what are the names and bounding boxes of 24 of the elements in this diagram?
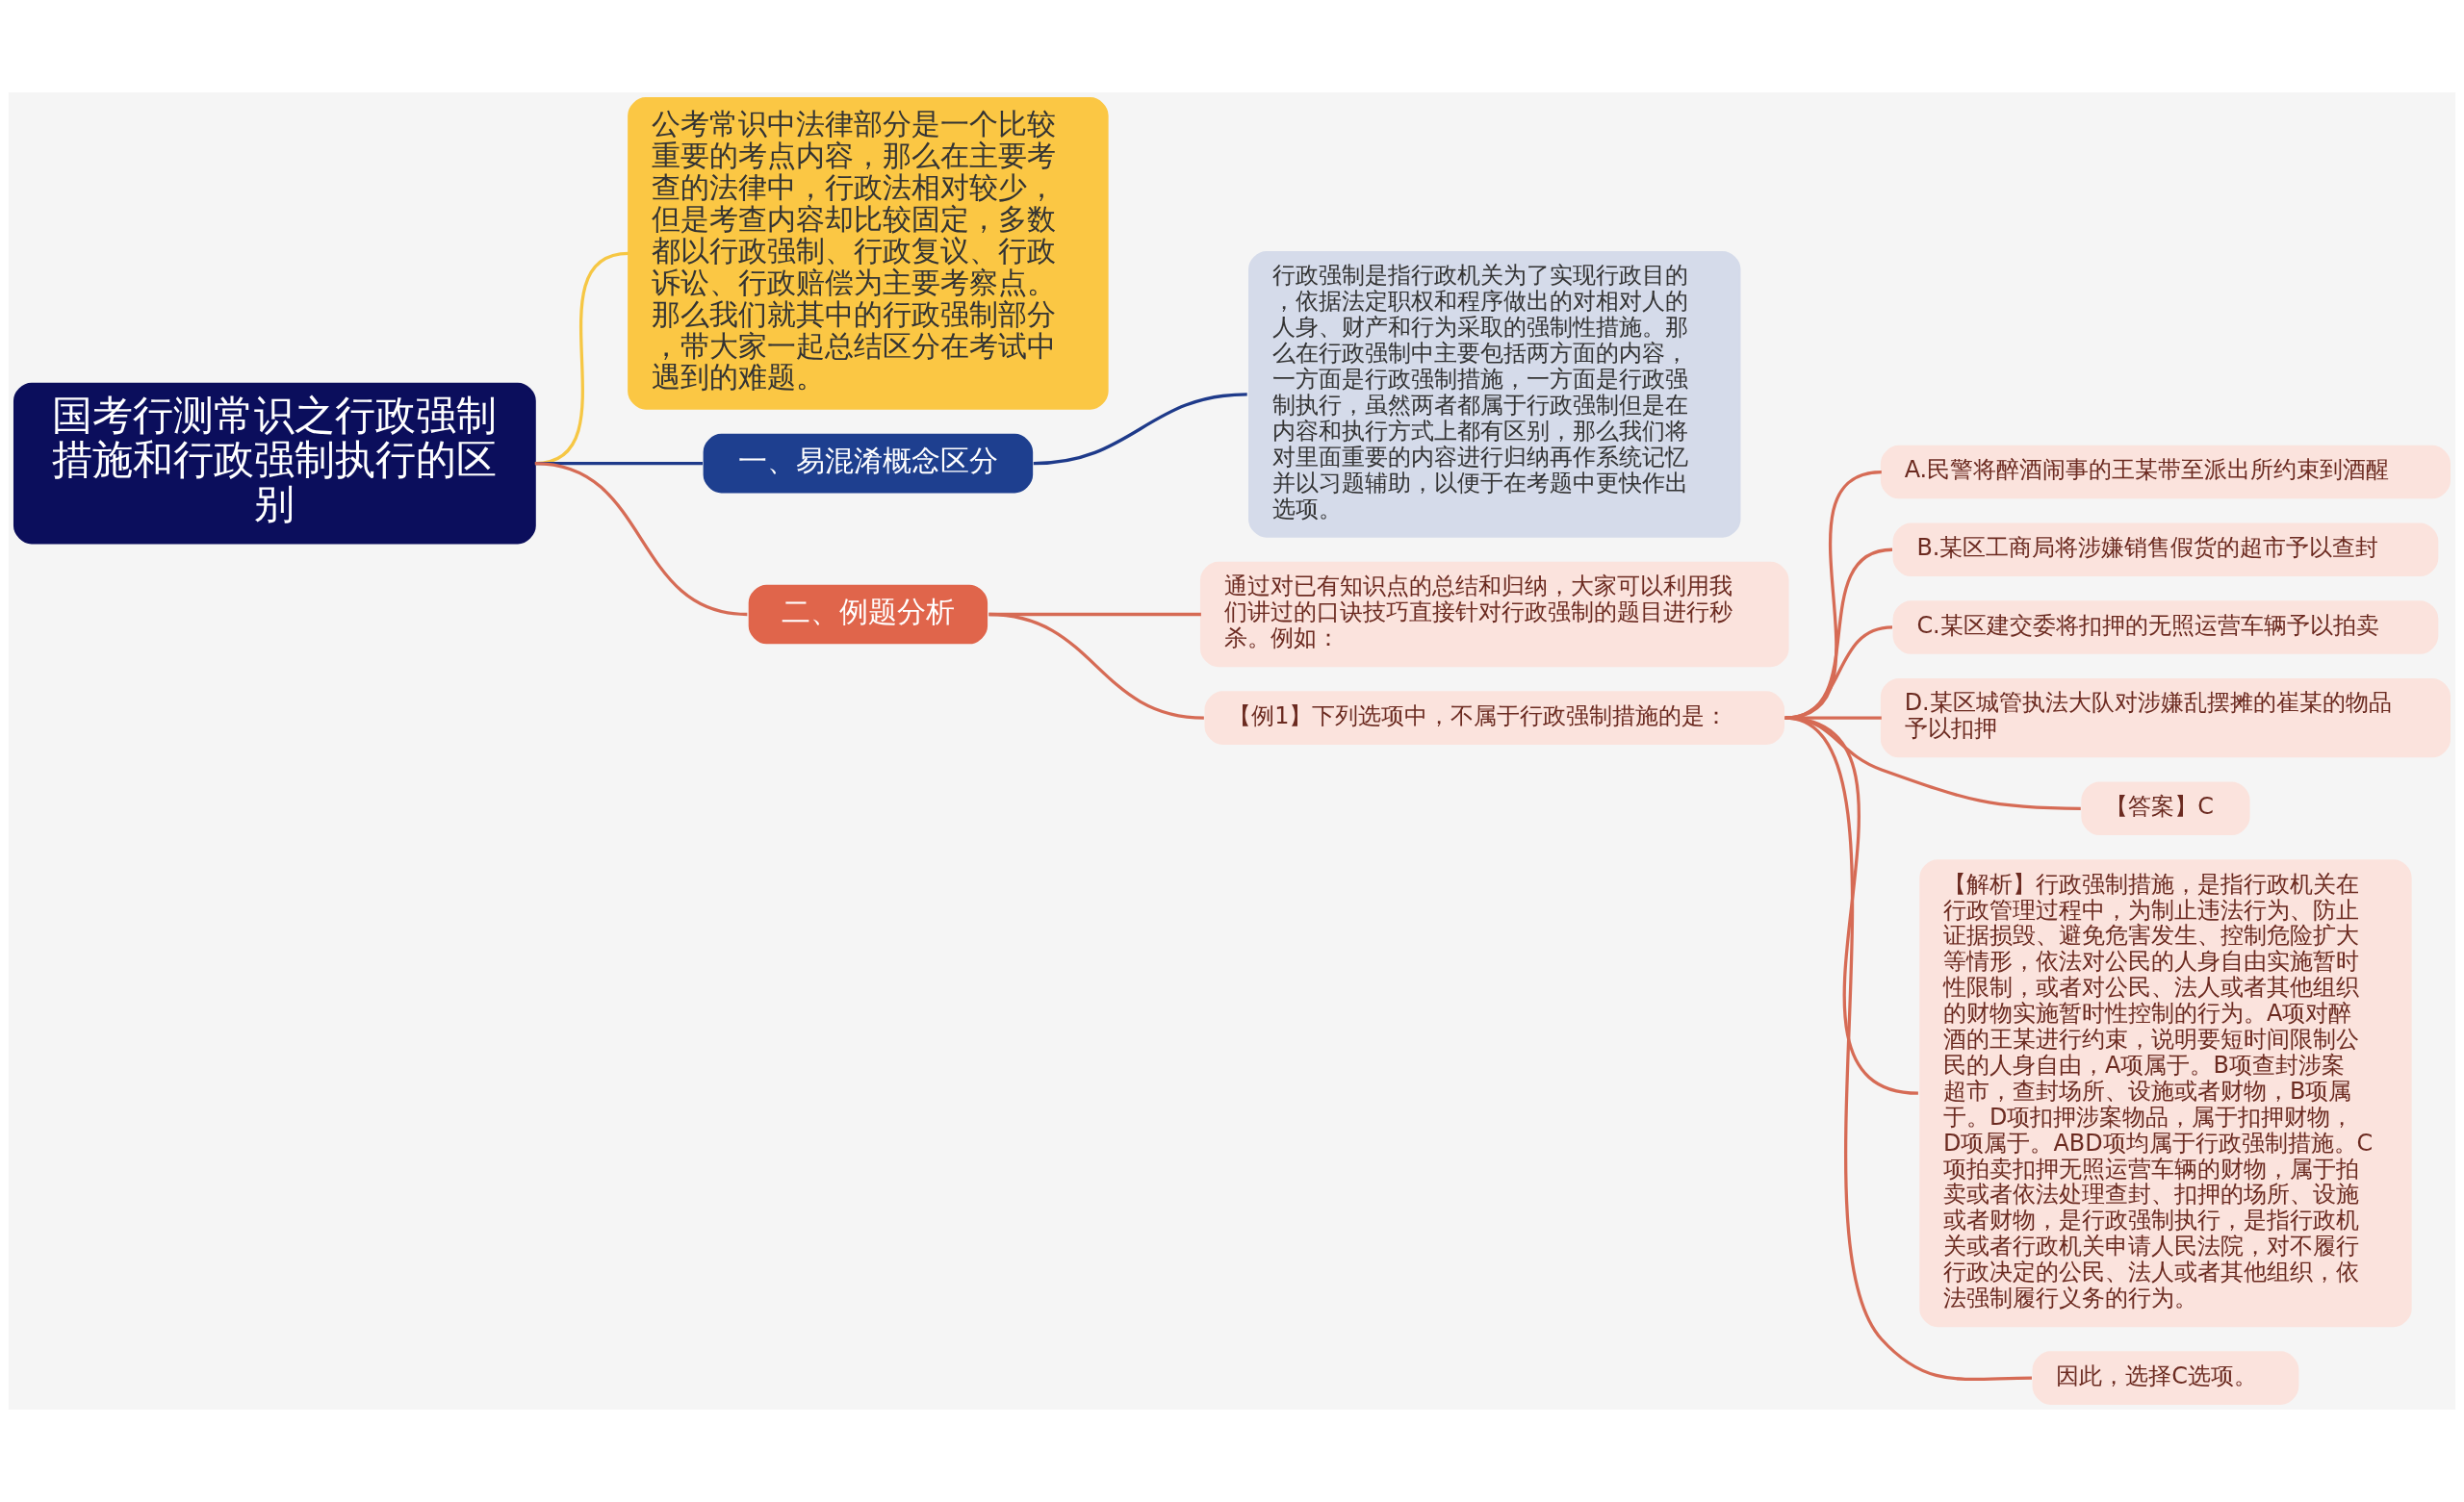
connector [1784, 547, 1893, 720]
connector [988, 612, 1204, 720]
node-box: 【解析】行政强制措施，是指行政机关在行政管理过程中，为制止违法行为、防止证据损毁、避免危害发生、控制危险扩大等情形，依法对公民的人身自由实施暂时性限制，或者对公民、法人或者其他组织的财物实施暂时性控制的行为。A项对醉酒的王某进行约束，说明要短时间限制公民的人身自由，A项属于。B项查封涉案超市，查封场所、设施或者财物，B项属于。D项扣押涉案物品，属于扣押财物，D项属于。ABD项均属于行政强制措施。C项拍卖扣押无照运营车辆的财物，属于拍卖或者依法处理查封、扣押的场所、设施或者财物，是行政强制执行，是指行政机关或者行政机关申请人民法院，对不履行行政决定的公民、法人或者其他组织，依法强制履行义务的行为。 [1919, 859, 2412, 1328]
node-box: B.某区工商局将涉嫌销售假货的超市予以查封 [1892, 522, 2439, 577]
connector [1033, 393, 1247, 466]
node-box: 国考行测常识之行政强制措施和行政强制执行的区别 [13, 382, 536, 545]
node-box: 一、易混淆概念区分 [703, 433, 1034, 494]
node-box: 公考常识中法律部分是一个比较重要的考点内容，那么在主要考查的法律中，行政法相对较少，但是考查内容却比较固定，多数都以行政强制、行政复议、行政诉讼、行政赔偿为主要考察点。那么我们就其中的行政强制部分，带大家一起总结区分在考试中遇到的难题。 [628, 97, 1109, 410]
connector [1784, 716, 2081, 810]
connector [534, 461, 748, 617]
node-box: 【例1】下列选项中，不属于行政强制措施的是： [1204, 691, 1785, 745]
node-box: 通过对已有知识点的总结和归纳，大家可以利用我们讲过的口诀技巧直接针对行政强制的题目进行秒杀。例如： [1199, 561, 1789, 668]
node-box: 因此，选择C选项。 [2032, 1351, 2299, 1405]
node-box: 行政强制是指行政机关为了实现行政目的，依据法定职权和程序做出的对相对人的人身、财产和行为采取的强制性措施。那么在行政强制中主要包括两方面的内容，一方面是行政强制措施，一方面是行政强制执行，虽然两者都属于行政强制但是在内容和执行方式上都有区别，那么我们将对里面重要的内容进行归纳再作系统记忆并以习题辅助，以便于在考题中更快作出选项。 [1248, 251, 1741, 538]
node-box: 二、例题分析 [748, 584, 988, 645]
connector [1784, 716, 1882, 720]
connector [1784, 625, 1893, 720]
node-box: A.民警将醉酒闹事的王某带至派出所约束到酒醒 [1880, 445, 2451, 499]
node-box: C.某区建交委将扣押的无照运营车辆予以拍卖 [1892, 600, 2439, 654]
node-box: D.某区城管执法大队对涉嫌乱摆摊的崔某的物品予以扣押 [1880, 677, 2451, 758]
node-box: 【答案】C [2081, 781, 2250, 836]
connector [1784, 716, 1919, 1095]
connector [1784, 716, 2032, 1382]
connector [1784, 470, 1883, 720]
